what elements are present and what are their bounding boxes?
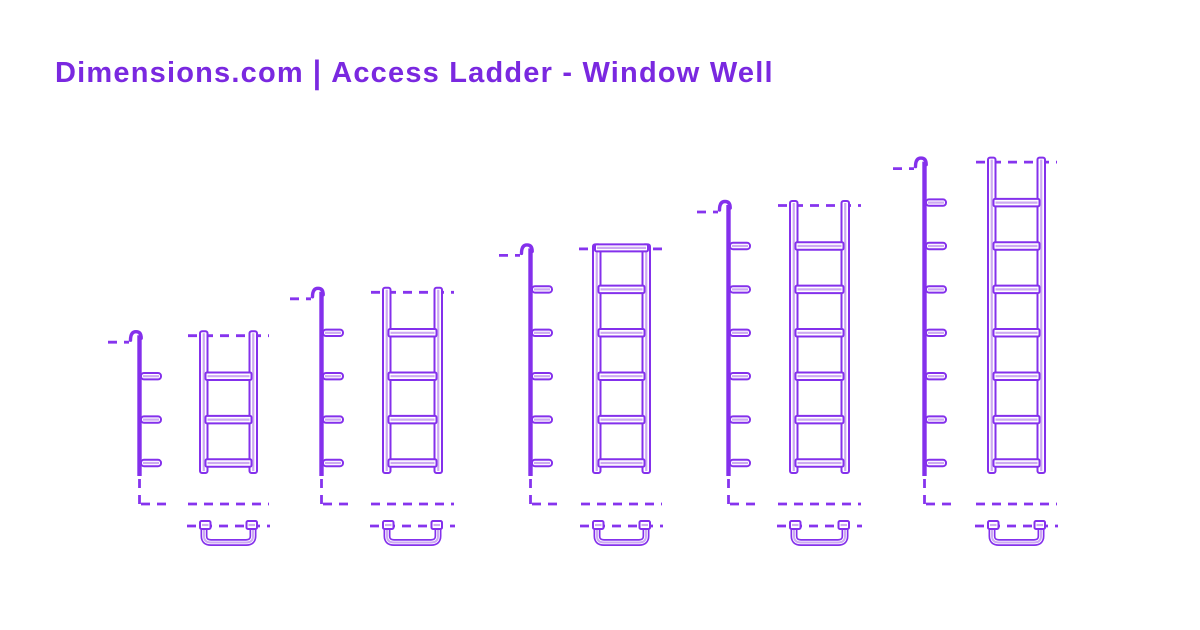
side-view (697, 199, 755, 506)
hook-icon (310, 286, 325, 299)
ladder-figure-2 (290, 286, 455, 546)
hook-icon (128, 329, 143, 342)
side-view (108, 329, 166, 506)
side-view (499, 243, 557, 506)
top-view (580, 502, 663, 546)
side-view (290, 286, 348, 506)
brand-name: Dimensions.com (55, 57, 304, 89)
top-view (370, 502, 455, 546)
side-view (893, 156, 951, 506)
hook-icon (913, 156, 928, 169)
ladder-figure-4 (697, 199, 862, 546)
front-view (188, 330, 269, 475)
front-view (371, 286, 454, 474)
top-view (975, 502, 1058, 546)
page-title: Dimensions.com|Access Ladder - Window We… (55, 55, 774, 91)
front-view (976, 156, 1057, 474)
top-view (777, 502, 862, 546)
front-view (579, 243, 664, 474)
ladder-figure-3 (499, 243, 664, 546)
ladder-figure-1 (108, 329, 270, 546)
title-separator: | (312, 55, 323, 91)
front-view (778, 200, 861, 474)
hook-icon (717, 199, 732, 212)
hook-icon (519, 243, 534, 256)
page-subject: Access Ladder - Window Well (331, 57, 774, 89)
top-view (187, 502, 270, 546)
ladder-figure-5 (893, 156, 1058, 546)
